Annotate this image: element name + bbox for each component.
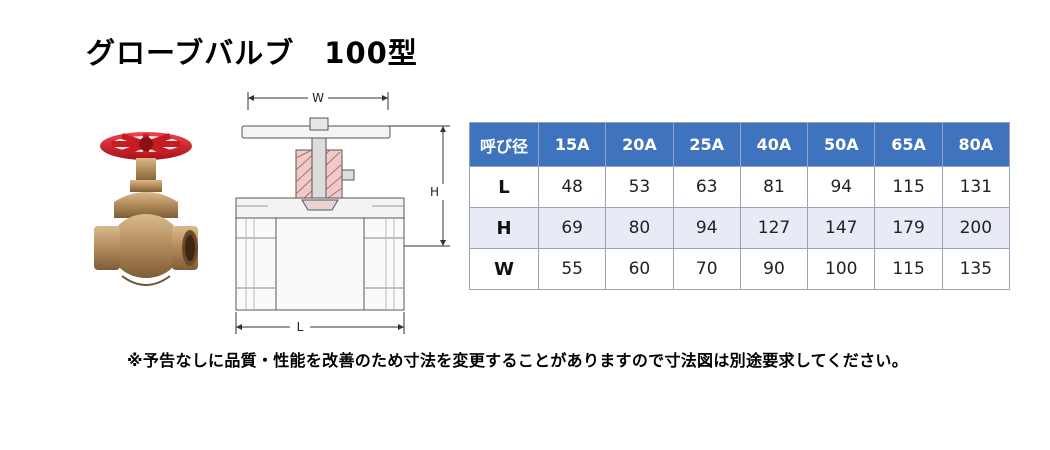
table-cell: 147 <box>807 207 876 249</box>
disclaimer-note: ※予告なしに品質・性能を改善のため寸法を変更することがありますので寸法図は別途要… <box>127 351 908 370</box>
table-cell: 60 <box>605 248 674 290</box>
table-cell: 127 <box>739 207 809 249</box>
dim-label-l: L <box>297 320 304 334</box>
header-nominal-size: 呼び径 <box>469 122 539 167</box>
table-cell: 131 <box>941 166 1011 208</box>
table-cell: 115 <box>874 166 943 208</box>
header-size: 20A <box>605 122 674 167</box>
table-cell: 80 <box>605 207 674 249</box>
l-dimension: L <box>235 312 405 334</box>
row-label: W <box>469 248 539 290</box>
header-size: 15A <box>537 122 607 167</box>
h-dimension: H <box>388 125 450 247</box>
table-cell: 115 <box>874 248 943 290</box>
header-size: 50A <box>807 122 876 167</box>
table-cell: 63 <box>672 166 741 208</box>
table-cell: 94 <box>807 166 876 208</box>
dim-label-w: W <box>312 91 324 105</box>
header-size: 65A <box>874 122 943 167</box>
table-cell: 48 <box>537 166 607 208</box>
table-cell: 200 <box>941 207 1011 249</box>
w-dimension: W <box>247 91 389 110</box>
dim-label-h: H <box>430 185 439 199</box>
table-cell: 100 <box>807 248 876 290</box>
header-size: 40A <box>739 122 809 167</box>
table-cell: 53 <box>605 166 674 208</box>
table-cell: 135 <box>941 248 1011 290</box>
valve-photo <box>94 132 198 286</box>
page-title: グローブバルブ 100型 <box>86 36 418 70</box>
table-cell: 90 <box>739 248 809 290</box>
table-cell: 81 <box>739 166 809 208</box>
dimension-drawing: W H L <box>235 91 450 334</box>
table-cell: 179 <box>874 207 943 249</box>
table-row: L 48 53 63 81 94 115 131 <box>469 166 1011 208</box>
table-row: W 55 60 70 90 100 115 135 <box>469 248 1011 290</box>
row-label: H <box>469 207 539 249</box>
table-cell: 70 <box>672 248 741 290</box>
header-size: 80A <box>941 122 1011 167</box>
header-size: 25A <box>672 122 741 167</box>
table-cell: 55 <box>537 248 607 290</box>
table-cell: 69 <box>537 207 607 249</box>
dimension-table: 呼び径 15A 20A 25A 40A 50A 65A 80A L 48 53 … <box>469 122 1011 290</box>
table-header-row: 呼び径 15A 20A 25A 40A 50A 65A 80A <box>469 122 1011 167</box>
row-label: L <box>469 166 539 208</box>
table-row: H 69 80 94 127 147 179 200 <box>469 207 1011 249</box>
table-cell: 94 <box>672 207 741 249</box>
